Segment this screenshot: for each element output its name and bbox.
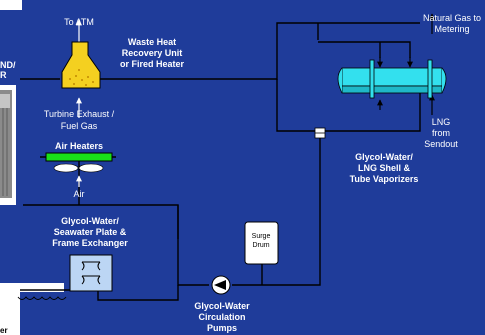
waste-heat-label-line2: Recovery Unit — [122, 48, 183, 58]
pumps-label-line3: Pumps — [207, 323, 237, 333]
bottom-left-photo-inset — [0, 283, 64, 335]
air-label: Air — [74, 189, 85, 199]
pumps-label-line2: Circulation — [198, 312, 245, 322]
page-corner — [0, 0, 22, 10]
waste-heat-label-line1: Waste Heat — [128, 37, 176, 47]
natural-gas-label-line2: Metering — [434, 24, 469, 34]
exchanger-label-line2: Seawater Plate & — [54, 227, 127, 237]
left-cut-label-line2: R — [0, 70, 7, 80]
flow-arrows — [76, 13, 435, 187]
pumps-label-line1: Glycol-Water — [194, 301, 250, 311]
lng-label-line1: LNG — [432, 117, 451, 127]
bottom-cut-label: er — [0, 326, 8, 335]
air-heater-unit — [45, 152, 113, 173]
waste-heat-recovery-unit — [61, 41, 101, 89]
left-photo-inset — [0, 85, 16, 205]
vaporizer-label-line1: Glycol-Water/ — [355, 152, 413, 162]
seawater-waves — [17, 296, 67, 300]
lng-label-line3: Sendout — [424, 139, 458, 149]
air-heaters-label: Air Heaters — [55, 141, 103, 151]
vaporizer-label-line2: LNG Shell & — [358, 163, 411, 173]
to-atm-label: To ATM — [64, 17, 94, 27]
turbine-exhaust-label-line2: Fuel Gas — [61, 121, 98, 131]
natural-gas-label-line1: Natural Gas to — [423, 13, 481, 23]
exchanger-label-line1: Glycol-Water/ — [61, 216, 119, 226]
exchanger-label-line3: Frame Exchanger — [52, 238, 128, 248]
vaporizer-valve — [314, 127, 326, 139]
surge-drum-label-line2: Drum — [252, 242, 269, 249]
plate-frame-exchanger — [69, 254, 113, 292]
lng-label-line2: from — [432, 128, 450, 138]
turbine-exhaust-label-line1: Turbine Exhaust / — [44, 109, 115, 119]
surge-drum — [244, 221, 279, 265]
waste-heat-label-line3: or Fired Heater — [120, 59, 185, 69]
left-cut-label-line1: ND/ — [0, 60, 16, 70]
lng-vaporizer — [337, 59, 447, 99]
vaporizer-label-line3: Tube Vaporizers — [350, 174, 419, 184]
circulation-pump — [211, 275, 231, 295]
surge-drum-label-line1: Surge — [252, 233, 271, 240]
